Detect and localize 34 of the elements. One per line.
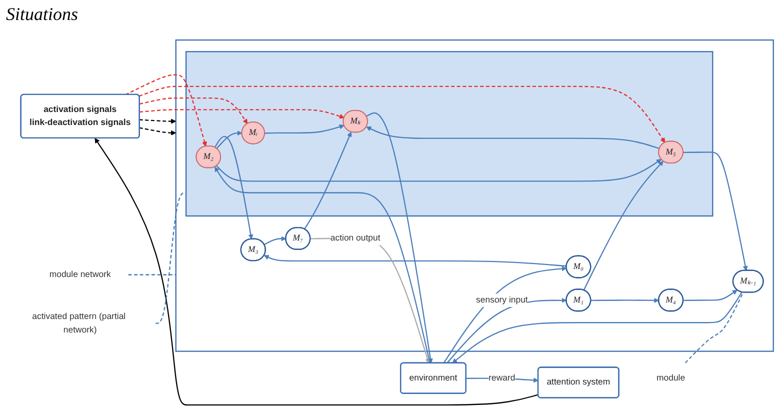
node-text: activated pattern (partial network) (32, 311, 126, 334)
arrow (139, 127, 176, 136)
edge-label: reward (488, 372, 516, 383)
connector (128, 274, 176, 276)
arrow (264, 124, 344, 134)
arrow (139, 118, 176, 124)
arrow (125, 74, 207, 147)
connector (684, 292, 744, 364)
arrow (683, 152, 748, 271)
arrow (214, 136, 254, 240)
arrow (452, 292, 742, 364)
arrow (216, 130, 242, 149)
cluster (185, 51, 714, 217)
note-text: Situations (6, 4, 78, 25)
arrow (366, 126, 660, 150)
arrow (583, 160, 664, 290)
arrow (590, 298, 660, 303)
edge-label: sensory input (476, 294, 528, 305)
arrow (216, 159, 662, 182)
arrow (683, 290, 738, 301)
arrow (140, 98, 248, 124)
arrow (304, 132, 352, 230)
arrow (264, 236, 286, 246)
arrow (140, 109, 344, 119)
cluster (175, 39, 774, 352)
arrow (443, 266, 567, 364)
node-text: module network (49, 269, 111, 280)
arrow (366, 112, 433, 364)
arrow (446, 298, 567, 364)
connector (156, 192, 186, 324)
node-text: module (656, 372, 686, 383)
edge-label: action output (330, 233, 380, 243)
arrow (264, 255, 567, 267)
arrow (139, 86, 666, 143)
